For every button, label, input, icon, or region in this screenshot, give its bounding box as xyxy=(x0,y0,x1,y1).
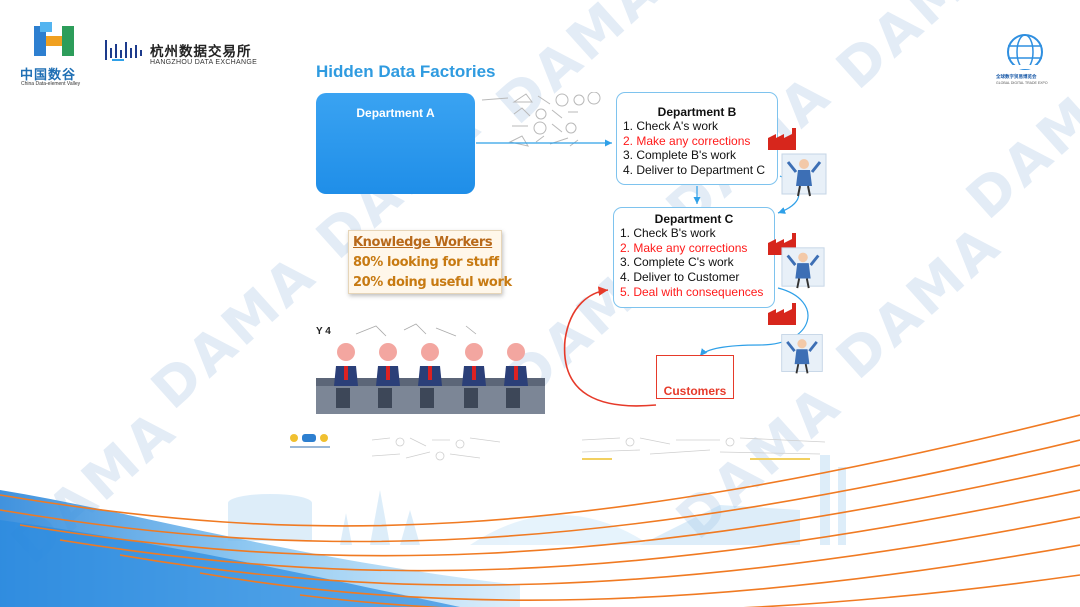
department-c-step: 5. Deal with consequences xyxy=(614,285,774,300)
knowledge-workers-heading: Knowledge Workers xyxy=(353,233,501,253)
customers-box: Customers xyxy=(656,355,734,399)
faint-scribbles-icon xyxy=(370,434,510,470)
department-c-step: 2. Make any corrections xyxy=(614,241,774,256)
department-c-step: 1. Check B's work xyxy=(614,226,774,241)
department-c-card: Department C 1. Check B's work 2. Make a… xyxy=(613,207,775,308)
department-b-step: 3. Complete B's work xyxy=(617,148,777,163)
faint-scribbles-icon xyxy=(580,434,830,464)
office-workers-cartoon-icon xyxy=(316,322,545,414)
department-c-step: 4. Deliver to Customer xyxy=(614,270,774,285)
knowledge-workers-box: Knowledge Workers 80% looking for stuff … xyxy=(348,230,502,294)
customers-label: Customers xyxy=(657,384,733,398)
stressed-worker-icon xyxy=(778,330,826,376)
city-skyline-icon xyxy=(228,455,846,545)
stressed-worker-icon xyxy=(778,150,830,198)
department-b-step: 1. Check A's work xyxy=(617,119,777,134)
stressed-worker-icon xyxy=(778,244,828,290)
department-c-step: 3. Complete C's work xyxy=(614,255,774,270)
factory-icon xyxy=(766,301,800,325)
knowledge-workers-stat: 20% doing useful work xyxy=(353,273,501,293)
department-b-step: 4. Deliver to Department C xyxy=(617,163,777,178)
footer-decoration xyxy=(0,395,1080,607)
department-c-title: Department C xyxy=(614,212,774,226)
small-logo-strip-icon xyxy=(288,432,332,454)
knowledge-workers-stat: 80% looking for stuff xyxy=(353,253,501,273)
department-b-card: Department B 1. Check A's work 2. Make a… xyxy=(616,92,778,185)
department-b-title: Department B xyxy=(617,105,777,119)
factory-icon xyxy=(766,126,800,150)
department-b-step: 2. Make any corrections xyxy=(617,134,777,149)
